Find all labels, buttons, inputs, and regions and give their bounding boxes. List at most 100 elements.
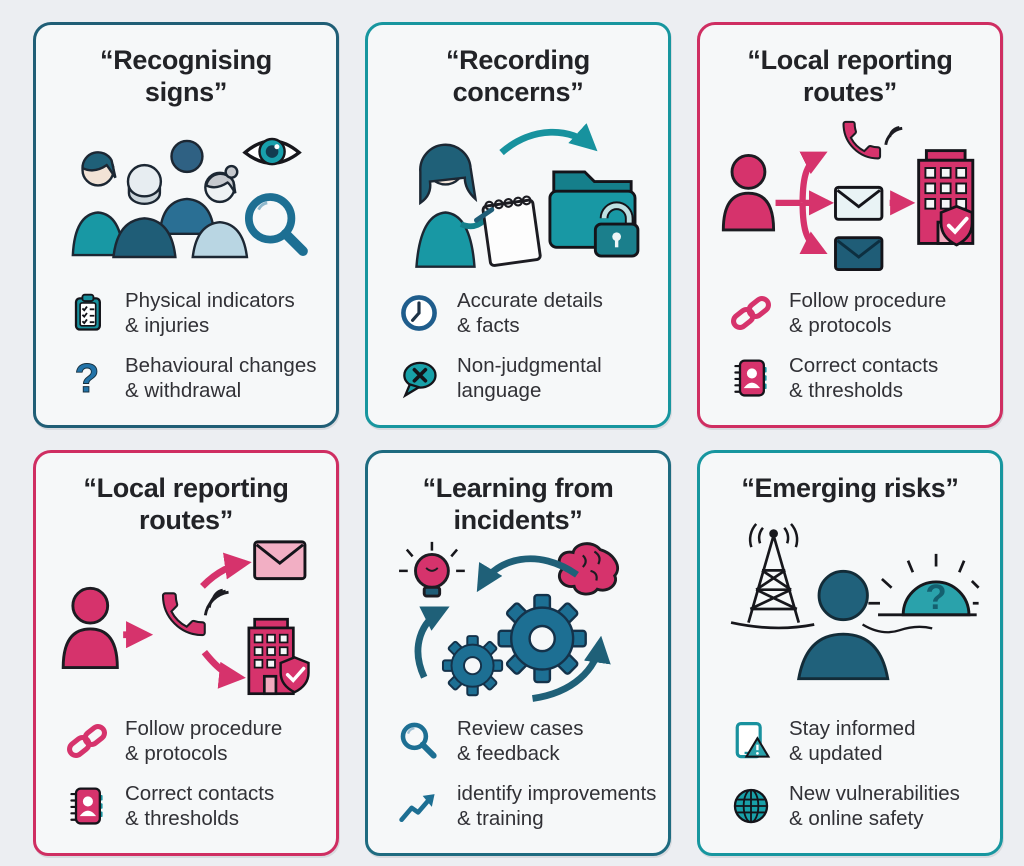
bullet-line: & protocols [125,742,228,765]
elderly-woman [191,164,249,259]
title-line: “Learning from [422,473,614,503]
curved-arrow [499,123,598,156]
bullet-accurate-details: Accurate details & facts [396,288,658,338]
person-back-view [797,570,890,681]
cycle-arrows [414,555,611,702]
bullet-line: Review cases [457,717,584,740]
title-line: concerns” [452,76,584,107]
bullet-stay-informed: Stay informed & updated [728,716,990,766]
card-title: “Emerging risks” [710,473,990,505]
recording-illustration [378,108,658,288]
reporting-routes-illustration-2 [46,536,326,716]
gear-large-icon [497,593,587,684]
bullet-correct-contacts: Correct contacts & thresholds [728,353,990,403]
title-line: signs” [144,76,228,107]
bullet-line: Physical indicators [125,289,295,312]
bullet-list: Accurate details & facts Non-judgmental … [378,288,658,409]
nurse-writing [415,143,487,268]
brain-icon [557,542,620,596]
notepad [481,195,542,267]
growth-arrow-icon [396,783,442,829]
bullet-line: & thresholds [789,379,903,402]
bullet-text: Physical indicators & injuries [125,288,295,338]
bullet-text: Stay informed & updated [789,716,915,766]
magnifier-icon [396,718,442,764]
globe-icon [728,783,774,829]
bullet-line: & protocols [789,314,892,337]
gear-small-icon [441,635,504,697]
bullet-text: Follow procedure & protocols [125,716,282,766]
care-team-illustration [46,108,326,288]
title-line: routes” [803,76,897,107]
bullet-text: identify improvements & training [457,781,656,831]
contacts-book-icon [64,783,110,829]
bullet-text: Correct contacts & thresholds [789,353,938,403]
envelope-light-icon [834,185,884,221]
phone-icon [842,120,882,160]
broadcast-waves [748,523,799,548]
signal-waves [203,588,229,616]
lightbulb-rays [399,541,465,573]
clock-icon [396,290,442,336]
envelope-dark-icon [834,236,884,272]
clipboard-checklist-icon [64,290,110,336]
sun-rays [868,554,980,605]
envelope-pink-icon [253,540,307,581]
bullet-line: & training [457,807,544,830]
title-line: “Recording [445,45,590,75]
sun-question-glyph: ? [925,578,946,617]
tablet-alert-icon [728,718,774,764]
bullet-follow-procedure: Follow procedure & protocols [64,716,326,766]
card-local-reporting-routes-top: “Local reporting routes” [697,22,1003,428]
bullet-list: Stay informed & updated New vulnerabilit… [710,716,990,837]
card-title: “Recognising signs” [46,45,326,108]
pen [473,207,495,223]
person-icon [61,586,119,670]
bullet-line: & withdrawal [125,379,242,402]
radio-tower-icon [730,535,815,630]
reporting-routes-illustration [710,108,990,288]
bullet-identify-improvements: identify improvements & training [396,781,658,831]
bullet-review-cases: Review cases & feedback [396,716,658,766]
bullet-line: Correct contacts [125,782,275,805]
bullet-list: Physical indicators & injuries ? Behavio… [46,288,326,409]
bullet-text: New vulnerabilities & online safety [789,781,960,831]
shield-check-icon [279,656,310,694]
bullet-line: & feedback [457,742,560,765]
eye-icon [242,137,302,166]
magnifier-icon [244,193,308,257]
bullet-physical-indicators: Physical indicators & injuries [64,288,326,338]
chain-link-icon [64,718,110,764]
bullet-text: Correct contacts & thresholds [125,781,274,831]
bullet-line: Correct contacts [789,354,939,377]
card-emerging-risks: “Emerging risks” [697,450,1003,856]
bullet-line: Accurate details [457,289,603,312]
bullet-text: Accurate details & facts [457,288,603,338]
bullet-line: language [457,379,542,402]
card-title: “Local reporting routes” [46,473,326,536]
bullet-text: Review cases & feedback [457,716,583,766]
lightbulb-icon [414,553,450,598]
title-line: routes” [139,504,233,535]
nurse [71,151,125,257]
bullet-line: Behavioural changes [125,354,317,377]
learning-illustration [378,536,658,716]
elderly-man [112,163,177,259]
signal-waves [884,126,903,146]
card-title: “Local reporting routes” [710,45,990,108]
bullet-line: & online safety [789,807,924,830]
arrow-to-building [201,650,246,689]
card-learning-from-incidents: “Learning from incidents” [365,450,671,856]
bullet-line: Follow procedure [789,289,947,312]
card-local-reporting-routes-bottom: “Local reporting routes” [33,450,339,856]
branch-arrows [775,151,835,255]
card-title: “Learning from incidents” [378,473,658,536]
question-mark-icon: ? [64,355,110,401]
bullet-follow-procedure: Follow procedure & protocols [728,288,990,338]
bullet-behavioural-changes: ? Behavioural changes & withdrawal [64,353,326,403]
bullet-text: Follow procedure & protocols [789,288,946,338]
title-line: “Local reporting [747,45,953,75]
arrow-to-envelope [200,552,252,589]
bullet-list: Review cases & feedback identify improve… [378,716,658,837]
